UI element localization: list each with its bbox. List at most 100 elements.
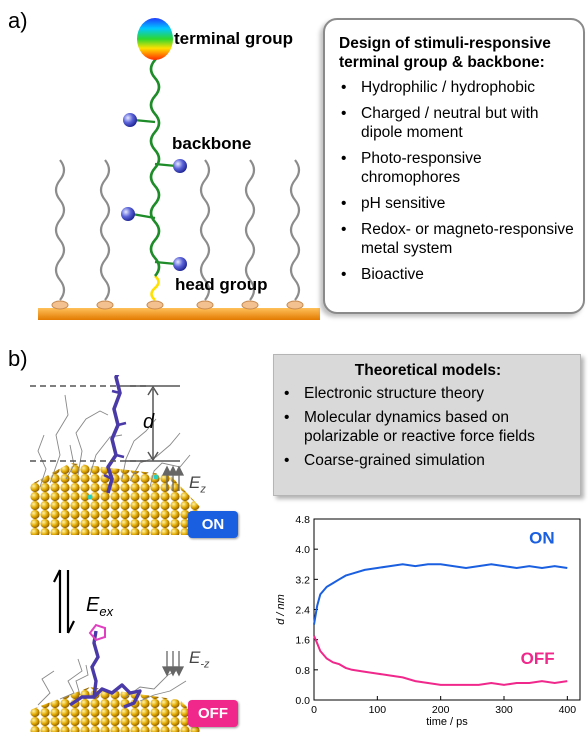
arm-1 <box>154 260 177 266</box>
md-chain <box>37 670 55 706</box>
field-up-head <box>173 465 185 476</box>
ion <box>87 494 93 500</box>
field-down-head <box>173 666 185 677</box>
backbone-label: backbone <box>172 134 252 153</box>
field-down-head <box>161 666 173 677</box>
y-tick-label: 4.8 <box>295 514 310 526</box>
equilibrium-arrows <box>53 569 75 634</box>
y-tick-label: 2.4 <box>295 605 310 617</box>
panel-a-label: a) <box>8 8 28 33</box>
md-chain <box>75 664 89 696</box>
neighbor-chains <box>54 159 301 301</box>
design-item: Charged / neutral but with dipole moment <box>339 104 577 142</box>
md-chain <box>49 394 69 484</box>
design-item: Photo-responsive chromophores <box>339 149 577 187</box>
field-up-head <box>167 465 179 476</box>
y-tick-label: 4.0 <box>295 544 310 556</box>
arm-4 <box>133 118 156 124</box>
arm-3 <box>154 162 177 168</box>
md-chain <box>129 432 181 482</box>
active-molecule <box>106 375 122 494</box>
panel-b-label: b) <box>8 346 28 371</box>
x-tick-label: 400 <box>559 704 577 716</box>
head-linker <box>150 275 160 301</box>
theory-item: Molecular dynamics based on polarizable … <box>282 408 574 446</box>
field-up-symbol: E <box>189 473 201 492</box>
x-tick-label: 300 <box>495 704 513 716</box>
head-group-label: head group <box>175 275 268 294</box>
terminal-group-label: terminal group <box>174 29 294 48</box>
theory-box-title: Theoretical models: <box>354 362 502 379</box>
design-item: pH sensitive <box>339 194 577 213</box>
field-up-head <box>161 465 173 476</box>
off-molecule-stem <box>90 630 100 698</box>
gold-slab-top <box>30 463 200 535</box>
x-tick-label: 200 <box>432 704 450 716</box>
x-axis-label: time / ps <box>426 716 468 728</box>
terminal-group-ellipse <box>137 18 173 60</box>
series-line <box>313 563 568 625</box>
anchor-2 <box>96 300 114 310</box>
gold-slab-bottom <box>30 687 200 732</box>
off-badge: OFF <box>188 700 238 727</box>
gold-surface <box>38 308 320 320</box>
exchange-subscript: ex <box>99 604 114 619</box>
molecule-branches <box>103 389 127 481</box>
y-tick-label: 1.6 <box>295 635 310 647</box>
on-snapshot <box>30 375 200 535</box>
equilibrium-head-down <box>67 620 75 634</box>
anchor-5 <box>241 300 259 310</box>
field-up-label: Ez <box>189 473 206 495</box>
sam-illustration <box>38 18 320 320</box>
md-chain <box>65 444 75 480</box>
field-down-label: E-z <box>189 648 210 670</box>
x-tick-label: 0 <box>311 704 317 716</box>
anchor-6 <box>286 300 304 310</box>
md-chain <box>37 434 47 488</box>
series-label: ON <box>529 529 555 548</box>
on-badge: ON <box>188 511 238 538</box>
design-item: Redox- or magneto-responsive metal syste… <box>339 220 577 258</box>
field-up-arrows <box>161 465 185 491</box>
y-tick-label: 3.2 <box>295 574 310 586</box>
design-item: Hydrophilic / hydrophobic <box>339 78 577 97</box>
exchange-symbol: E <box>86 594 100 616</box>
equilibrium-head-up <box>53 569 61 583</box>
side-group-ball <box>123 113 137 127</box>
chain-5 <box>289 159 301 301</box>
side-group-ball <box>173 257 187 271</box>
design-item: Bioactive <box>339 265 577 284</box>
md-chain <box>75 410 109 476</box>
md-chain <box>139 680 187 702</box>
theory-item: Electronic structure theory <box>282 384 574 403</box>
y-tick-label: 0.8 <box>295 665 310 677</box>
series-line <box>313 635 568 686</box>
anchor-4 <box>196 300 214 310</box>
anchor-1 <box>51 300 69 310</box>
theory-item: Coarse-grained simulation <box>282 451 574 470</box>
md-snapshots <box>30 375 200 732</box>
off-terminal-ring <box>88 623 106 642</box>
chain-2 <box>99 159 111 301</box>
ion <box>153 474 159 480</box>
md-chain <box>121 418 157 480</box>
theory-box: Theoretical models: Electronic structure… <box>273 354 581 496</box>
head-anchors <box>51 300 304 310</box>
field-down-subscript: -z <box>200 658 210 671</box>
field-up-subscript: z <box>200 483 206 496</box>
series-label: OFF <box>521 649 555 668</box>
side-group-ball <box>121 207 135 221</box>
field-down-arrows <box>161 651 185 677</box>
x-tick-label: 100 <box>369 704 387 716</box>
design-box-title: Design of stimuli-responsive terminal gr… <box>339 35 551 71</box>
design-list: Hydrophilic / hydrophobic Charged / neut… <box>339 78 577 284</box>
chain-4 <box>244 159 256 301</box>
chain-3 <box>199 159 211 301</box>
md-chain <box>149 454 191 488</box>
field-down-head <box>167 666 179 677</box>
anchor-3 <box>146 300 164 310</box>
y-tick-label: 0.0 <box>295 695 310 707</box>
theory-list: Electronic structure theory Molecular dy… <box>282 384 574 470</box>
arm-2 <box>131 212 156 220</box>
y-axis-label: d / nm <box>275 594 287 625</box>
